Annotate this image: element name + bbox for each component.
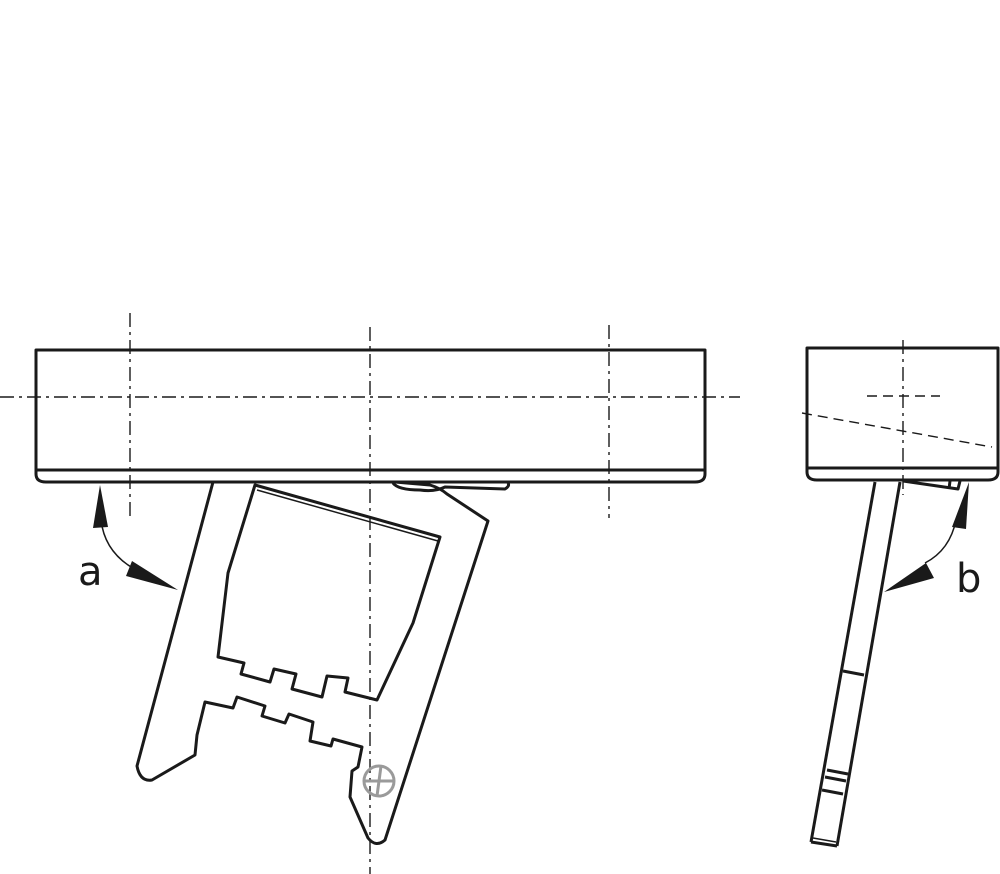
side-arm xyxy=(809,481,902,848)
crosshair-circle-icon xyxy=(362,764,396,798)
angle-b-label: b xyxy=(956,556,981,602)
side-view-centerlines xyxy=(801,340,993,495)
front-view-centerlines xyxy=(0,313,740,874)
angle-a-label: a xyxy=(78,549,103,595)
angle-a-indicator: a xyxy=(78,485,178,595)
bracket-outer xyxy=(135,480,490,845)
angle-b-indicator: b xyxy=(884,482,981,602)
bracket-window xyxy=(216,483,442,702)
side-clip xyxy=(902,479,962,491)
bracket-window-edge xyxy=(256,489,439,542)
hinge-clip xyxy=(391,481,511,493)
